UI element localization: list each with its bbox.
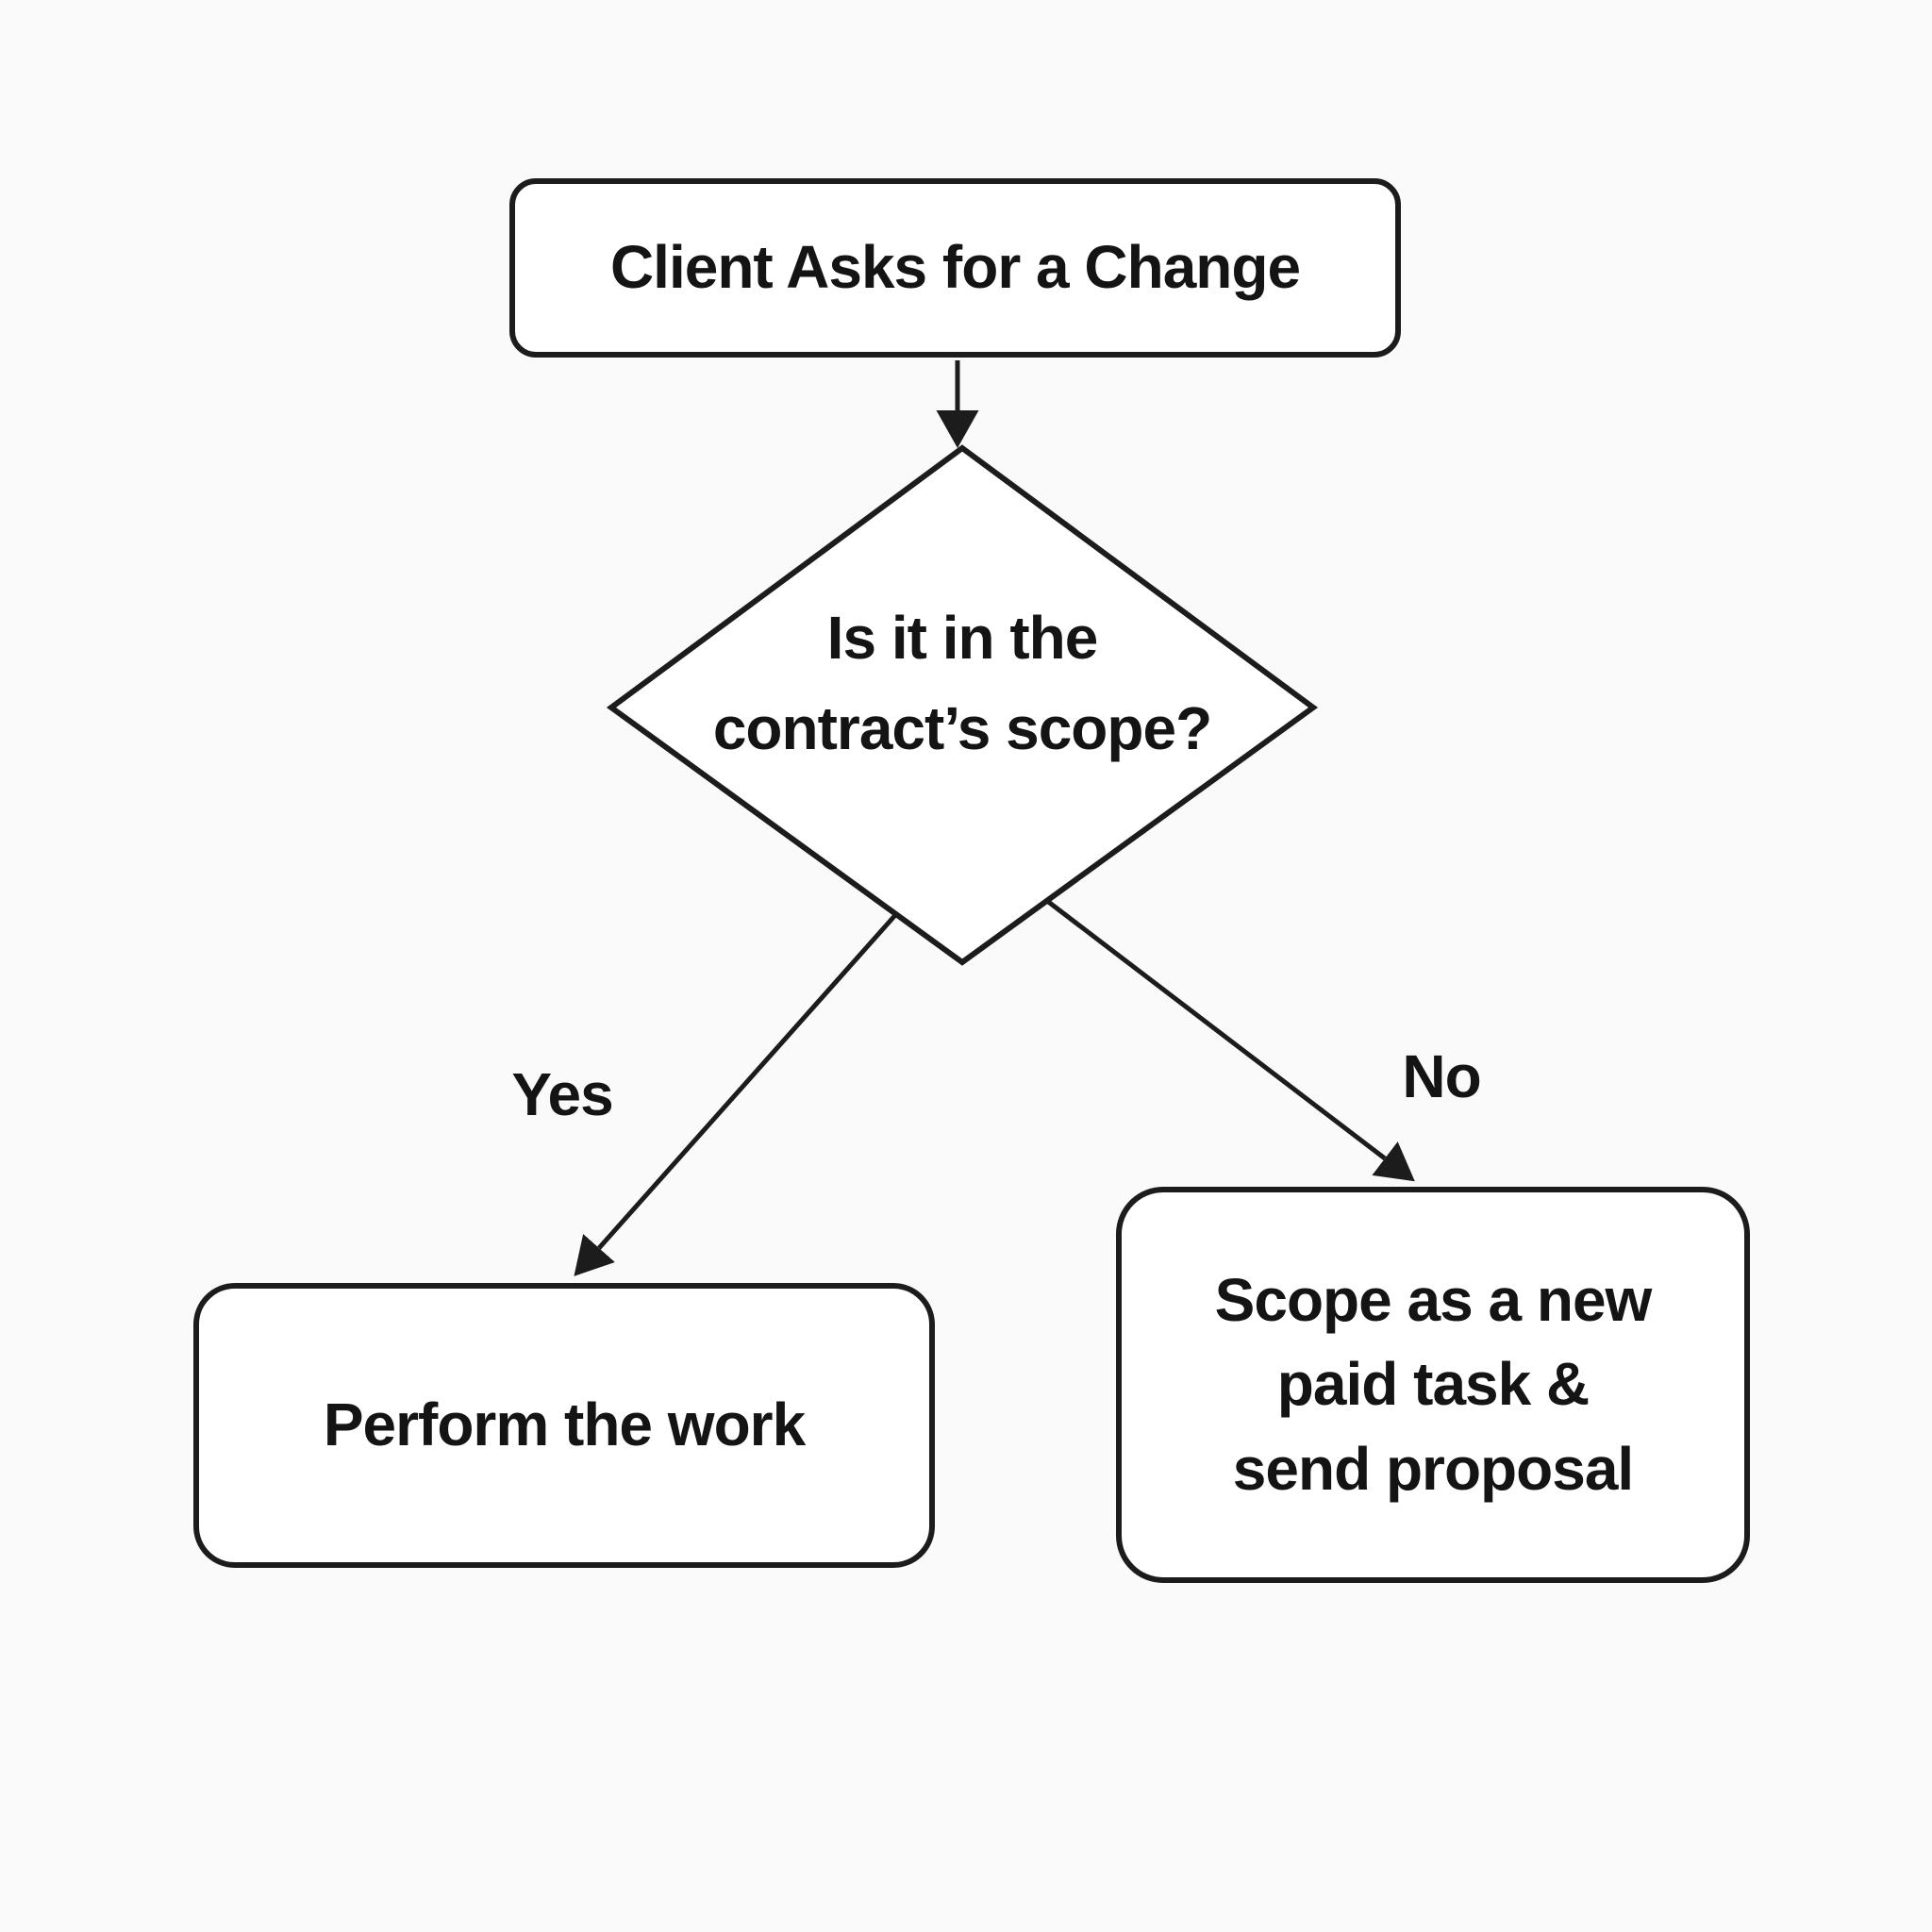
- scope-label-line-2: paid task &: [1276, 1350, 1590, 1419]
- scope-label-line-3: send proposal: [1232, 1434, 1634, 1503]
- yes-edge-label: Yes: [511, 1060, 613, 1128]
- perform-work-label: Perform the work: [323, 1391, 806, 1459]
- decision-diamond-shape: [606, 444, 1319, 966]
- decision-node-label: Is it in the contract’s scope?: [604, 592, 1321, 774]
- decision-label-line-2: contract’s scope?: [712, 694, 1212, 762]
- decision-label-line-1: Is it in the: [826, 604, 1099, 672]
- edge-yes: [574, 912, 898, 1276]
- start-node-label: Client Asks for a Change: [609, 233, 1301, 302]
- scope-label-line-1: Scope as a new: [1214, 1265, 1653, 1334]
- edge-no: [1045, 899, 1415, 1182]
- start-node: Client Asks for a Change: [509, 178, 1401, 358]
- perform-work-node: Perform the work: [193, 1283, 935, 1568]
- scope-proposal-node: Scope as a new paid task & send proposal: [1116, 1187, 1750, 1583]
- no-edge-label: No: [1402, 1042, 1481, 1110]
